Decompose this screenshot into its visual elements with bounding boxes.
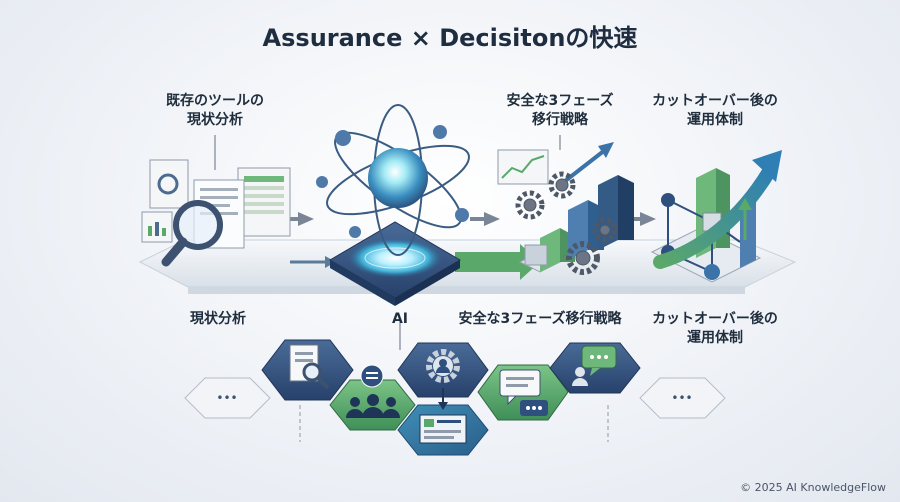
label-operations-bottom: カットオーバー後の 運用体制 [640, 310, 790, 348]
label-line: カットオーバー後の [652, 93, 778, 109]
page-title: Assurance × Decisitonの快速 [262, 24, 638, 52]
label-line: 安全な3フェーズ [506, 93, 614, 109]
board-icon [419, 414, 467, 444]
network-growth-icon [650, 150, 782, 283]
label-migration-strategy-top: 安全な3フェーズ 移行戦略 [490, 92, 630, 130]
hex-dots-left: ••• [216, 391, 237, 405]
flow-arrows [284, 212, 656, 226]
label-line: 運用体制 [687, 111, 743, 128]
label-line: カットオーバー後の [652, 311, 778, 327]
label-line: 運用体制 [687, 329, 743, 346]
hex-doc-icon [289, 344, 330, 390]
atom-icon [316, 104, 470, 256]
ai-platform [329, 221, 461, 306]
label-ai-bottom: AI [391, 311, 409, 327]
label-line: 既存のツールの [166, 93, 264, 109]
callout-lines [214, 135, 561, 350]
label-line: 移行戦略 [532, 111, 588, 128]
people-icon [346, 364, 400, 418]
gear-icon [515, 171, 618, 275]
document-search-icon [141, 159, 291, 267]
label-current-analysis-bottom: 現状分析 [190, 311, 246, 327]
label-operations-top: カットオーバー後の 運用体制 [640, 92, 790, 130]
user-gear-icon [426, 349, 460, 410]
label-line: 現状分析 [187, 111, 243, 128]
label-migration-strategy-bottom: 安全な3フェーズ移行戦略 [458, 311, 622, 327]
copyright: © 2025 AI KnowledgeFlow [740, 481, 886, 494]
label-current-analysis-top: 既存のツールの 現状分析 [150, 92, 280, 130]
chat-icon [499, 345, 617, 416]
hex-dots-right: ••• [671, 391, 692, 405]
